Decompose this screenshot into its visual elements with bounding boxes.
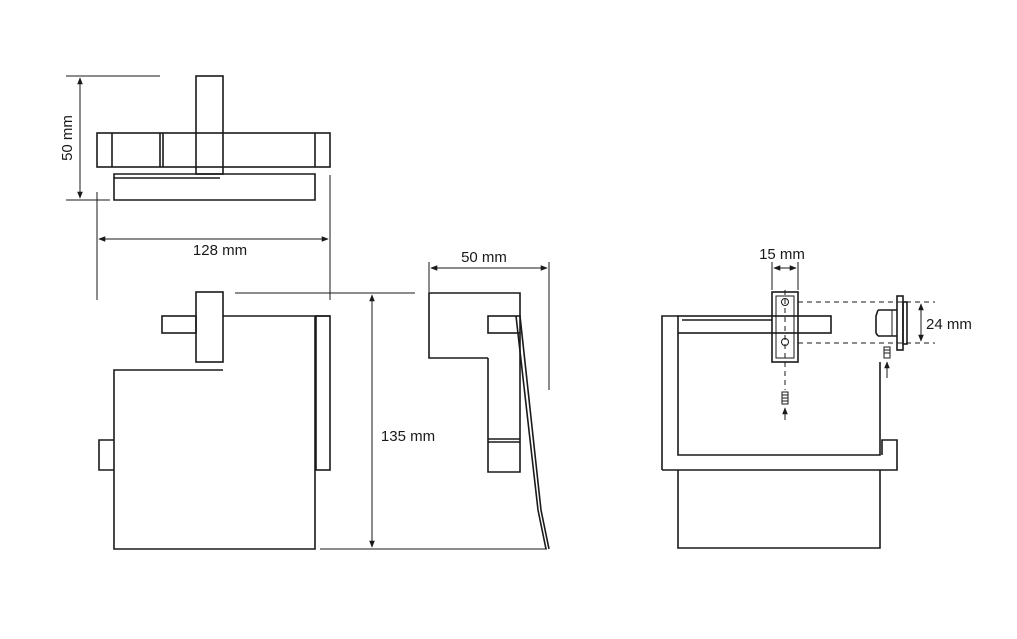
screw-right bbox=[883, 346, 891, 378]
dimension-width: 128 mm bbox=[96, 175, 331, 300]
top-view-post bbox=[195, 75, 224, 175]
top-view-bar bbox=[96, 132, 331, 168]
front-view-post bbox=[195, 291, 224, 363]
side-view-cover-flap bbox=[515, 315, 547, 550]
dim-label-depth-top: 50 mm bbox=[59, 115, 76, 161]
front-view bbox=[98, 291, 331, 550]
top-view-cover bbox=[113, 173, 316, 201]
dim-label-width: 128 mm bbox=[193, 242, 247, 259]
dim-label-height: 135 mm bbox=[381, 428, 435, 445]
install-frame-left bbox=[661, 315, 678, 470]
install-cover bbox=[677, 333, 881, 456]
front-view-arm bbox=[315, 315, 331, 471]
dim-label-depth-side: 50 mm bbox=[461, 249, 507, 266]
dimension-depth-top: 50 mm bbox=[59, 75, 160, 201]
dim-label-bracket-spacing: 24 mm bbox=[926, 316, 972, 333]
front-view-hinge bbox=[98, 439, 114, 471]
dimension-depth-side: 50 mm bbox=[428, 249, 550, 390]
dimension-height: 135 mm bbox=[235, 292, 547, 550]
side-view-housing bbox=[428, 292, 521, 359]
top-view bbox=[96, 75, 331, 201]
install-rail bbox=[677, 315, 832, 334]
screw-left bbox=[781, 391, 789, 420]
front-view-spindle bbox=[161, 315, 197, 334]
dimension-bracket-spacing: 24 mm bbox=[918, 303, 972, 342]
installation-view bbox=[661, 290, 935, 549]
side-view bbox=[428, 292, 550, 550]
front-view-cover bbox=[113, 316, 316, 550]
dim-label-bracket-width: 15 mm bbox=[759, 246, 805, 263]
screw-hole-top bbox=[781, 298, 789, 306]
dimension-bracket-width: 15 mm bbox=[759, 246, 805, 290]
wall-bracket-profile bbox=[875, 309, 897, 337]
side-view-spindle bbox=[487, 315, 521, 334]
